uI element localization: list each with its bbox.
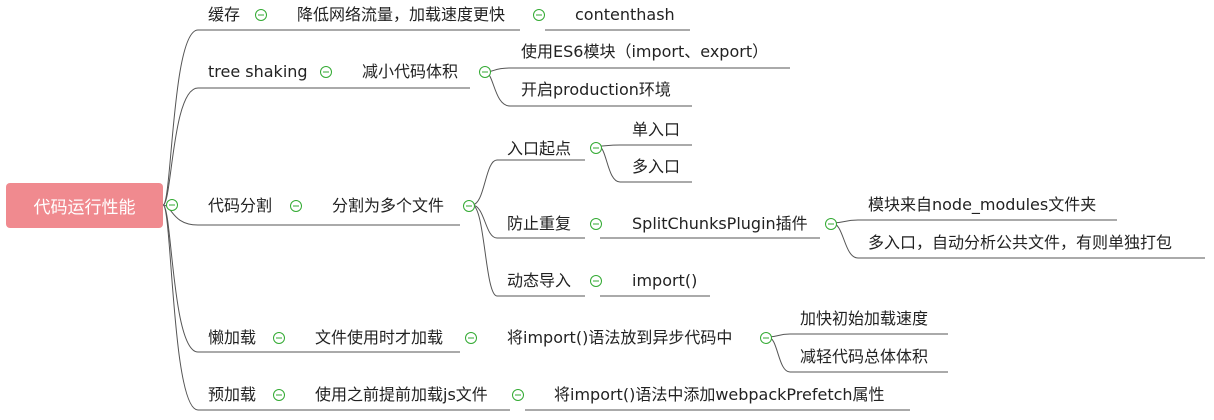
branch-cache-label[interactable]: 缓存	[208, 5, 241, 24]
cache-detail[interactable]: contenthash	[575, 5, 675, 24]
entry-label[interactable]: 入口起点	[507, 139, 572, 158]
cache-desc[interactable]: 降低网络流量，加载速度更快	[297, 5, 506, 24]
lazy-item[interactable]: 减轻代码总体体积	[800, 347, 929, 366]
collapse-toggle-icon[interactable]	[255, 9, 267, 21]
tree-shaking-desc[interactable]: 减小代码体积	[362, 62, 459, 81]
collapse-toggle-icon[interactable]	[320, 66, 332, 78]
collapse-toggle-icon[interactable]	[590, 218, 602, 230]
collapse-toggle-icon[interactable]	[463, 200, 475, 212]
tree-shaking-item[interactable]: 开启production环境	[521, 80, 671, 99]
collapse-toggle-icon[interactable]	[825, 218, 837, 230]
collapse-toggle-icon[interactable]	[512, 389, 524, 401]
prefetch-method[interactable]: 将import()语法中添加webpackPrefetch属性	[554, 385, 885, 404]
collapse-toggle-icon[interactable]	[760, 332, 772, 344]
lazy-item[interactable]: 加快初始加载速度	[800, 309, 929, 328]
collapse-toggle-icon[interactable]	[290, 200, 302, 212]
collapse-toggle-icon[interactable]	[465, 332, 477, 344]
branch-prefetch-label[interactable]: 预加载	[208, 385, 257, 404]
dedupe-item[interactable]: 多入口，自动分析公共文件，有则单独打包	[868, 233, 1173, 252]
lazy-method[interactable]: 将import()语法放到异步代码中	[507, 328, 733, 347]
branch-lazy-label[interactable]: 懒加载	[208, 328, 257, 347]
collapse-toggle-icon[interactable]	[590, 275, 602, 287]
dedupe-item[interactable]: 模块来自node_modules文件夹	[868, 195, 1097, 214]
collapse-toggle-icon[interactable]	[533, 9, 545, 21]
collapse-toggle-icon[interactable]	[273, 389, 285, 401]
lazy-desc[interactable]: 文件使用时才加载	[315, 328, 444, 347]
entry-item[interactable]: 单入口	[632, 120, 681, 139]
collapse-toggle-icon[interactable]	[166, 199, 178, 211]
split-desc[interactable]: 分割为多个文件	[332, 196, 445, 215]
root-node[interactable]: 代码运行性能	[6, 183, 163, 228]
dynamic-detail[interactable]: import()	[632, 271, 698, 290]
entry-item[interactable]: 多入口	[632, 157, 681, 176]
collapse-toggle-icon[interactable]	[590, 142, 602, 154]
root-label: 代码运行性能	[33, 198, 136, 218]
branch-tree-shaking-label[interactable]: tree shaking	[208, 62, 308, 81]
collapse-toggle-icon[interactable]	[273, 332, 285, 344]
dynamic-label[interactable]: 动态导入	[507, 271, 572, 290]
tree-shaking-item[interactable]: 使用ES6模块（import、export）	[521, 42, 769, 61]
branch-split-label[interactable]: 代码分割	[208, 196, 273, 215]
dedupe-label[interactable]: 防止重复	[507, 214, 572, 233]
prefetch-desc[interactable]: 使用之前提前加载js文件	[315, 385, 488, 404]
collapse-toggle-icon[interactable]	[479, 66, 491, 78]
dedupe-plugin[interactable]: SplitChunksPlugin插件	[632, 214, 808, 233]
